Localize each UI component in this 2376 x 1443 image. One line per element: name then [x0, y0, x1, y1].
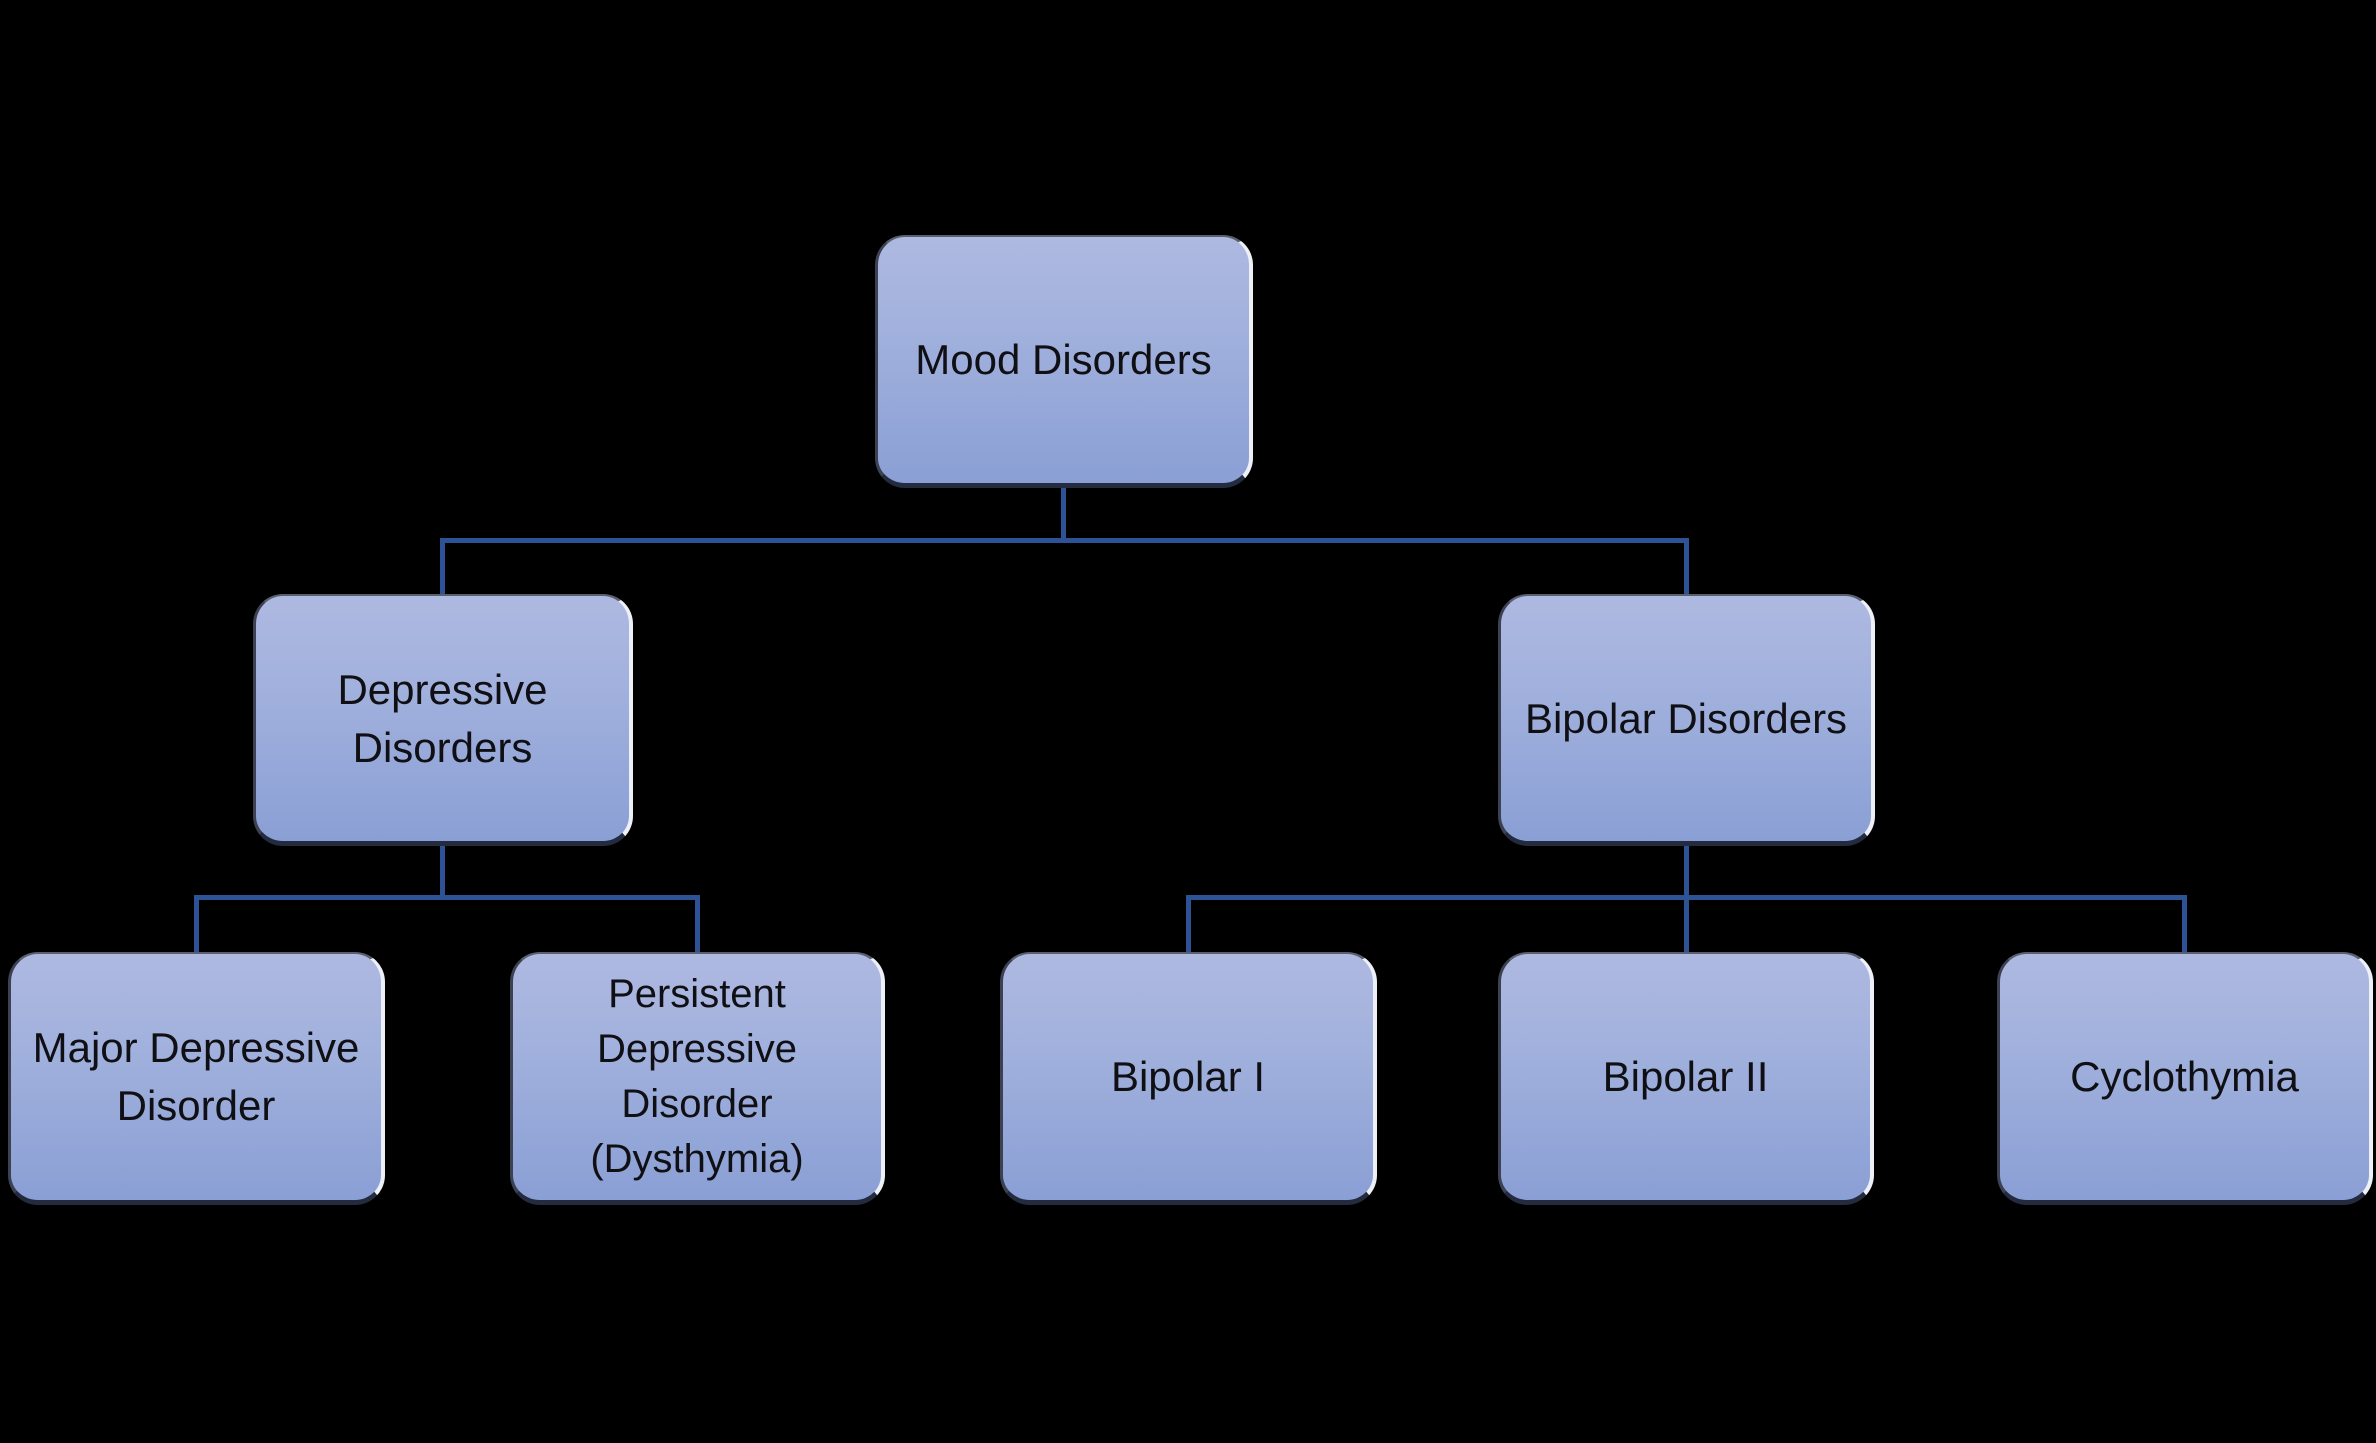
connector-depressive-drop: [440, 538, 445, 596]
connector-bipolar-bar: [1186, 895, 2187, 900]
node-major-depressive-disorder: Major Depressive Disorder: [8, 952, 385, 1205]
connector-pdd-drop: [695, 895, 700, 954]
connector-bipolar1-drop: [1186, 895, 1191, 954]
connector-cyclothymia-drop: [2182, 895, 2187, 954]
node-bipolar-ii: Bipolar II: [1498, 952, 1874, 1205]
node-cyclothymia: Cyclothymia: [1997, 952, 2373, 1205]
connector-bipolar-drop: [1684, 538, 1689, 596]
node-bipolar-i: Bipolar I: [1000, 952, 1377, 1205]
connector-depressive-bar: [194, 895, 700, 900]
connector-depressive-stem: [440, 846, 445, 900]
node-bipolar-disorders: Bipolar Disorders: [1498, 594, 1875, 846]
connector-mdd-drop: [194, 895, 199, 954]
node-depressive-disorders: Depressive Disorders: [253, 594, 633, 846]
node-mood-disorders: Mood Disorders: [875, 235, 1253, 488]
node-persistent-depressive-disorder: Persistent Depressive Disorder (Dysthymi…: [510, 952, 885, 1205]
connector-mood-stem: [1061, 488, 1066, 543]
connector-level1-bar: [440, 538, 1689, 543]
connector-bipolar-stem: [1684, 846, 1689, 954]
